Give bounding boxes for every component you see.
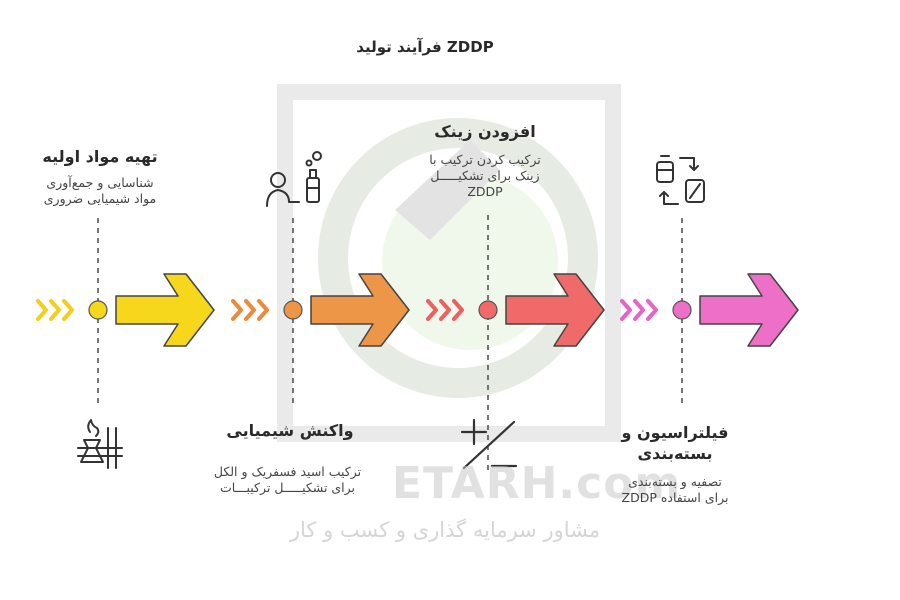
watermark-tagline: مشاور سرمایه گذاری و کسب و کار: [289, 518, 601, 542]
stage-4-chevron: [633, 299, 645, 321]
stage-1-chevron: [62, 299, 74, 321]
stage-1-description: شناسایی و جمع‌آوری مواد شیمیایی ضروری: [43, 175, 157, 206]
stage-3-title: افزودن زینک: [434, 122, 536, 141]
stage-3-chevron: [426, 299, 438, 321]
stage-1-arrow: [115, 273, 215, 347]
stage-1-node: [88, 300, 108, 320]
stage-3-chevron: [439, 299, 451, 321]
flask-burner-icon: [77, 419, 123, 469]
stage-2-chevron: [244, 299, 256, 321]
stage-4-arrow: [699, 273, 799, 347]
watermark-frame: [277, 84, 621, 442]
scientist-bottle-icon: [266, 151, 322, 207]
stage-3-chevron: [452, 299, 464, 321]
plus-minus-icon: [460, 418, 518, 470]
stage-2-node: [283, 300, 303, 320]
swap-containers-icon: [656, 155, 705, 205]
stage-2-chevron: [257, 299, 269, 321]
stage-2-chevron: [231, 299, 243, 321]
stage-2-description: ترکیب اسید فسفریک و الکل برای تشکیـــــل…: [213, 464, 362, 495]
stage-4-chevron: [620, 299, 632, 321]
stage-2-arrow: [310, 273, 410, 347]
stage-3-description: ترکیب کردن ترکیب با زینک برای تشکیـــــل…: [429, 152, 541, 199]
stage-1-title: تهیه مواد اولیه: [42, 147, 158, 166]
stage-2-title: واکنش شیمیایی: [226, 421, 354, 440]
stage-4-title: فیلتراسیون و بسته‌بندی: [621, 423, 729, 463]
stage-4-chevron: [646, 299, 658, 321]
stage-1-chevron: [36, 299, 48, 321]
stage-4-node: [672, 300, 692, 320]
stage-4-description: تصفیه و بسته‌بندی برای استفاده ZDDP: [621, 474, 729, 505]
watermark-url: ETARH.com: [392, 458, 682, 509]
stage-3-arrow: [505, 273, 605, 347]
stage-1-chevron: [49, 299, 61, 321]
diagram-title: ZDDP فرآیند تولید: [356, 38, 494, 56]
stage-3-node: [478, 300, 498, 320]
